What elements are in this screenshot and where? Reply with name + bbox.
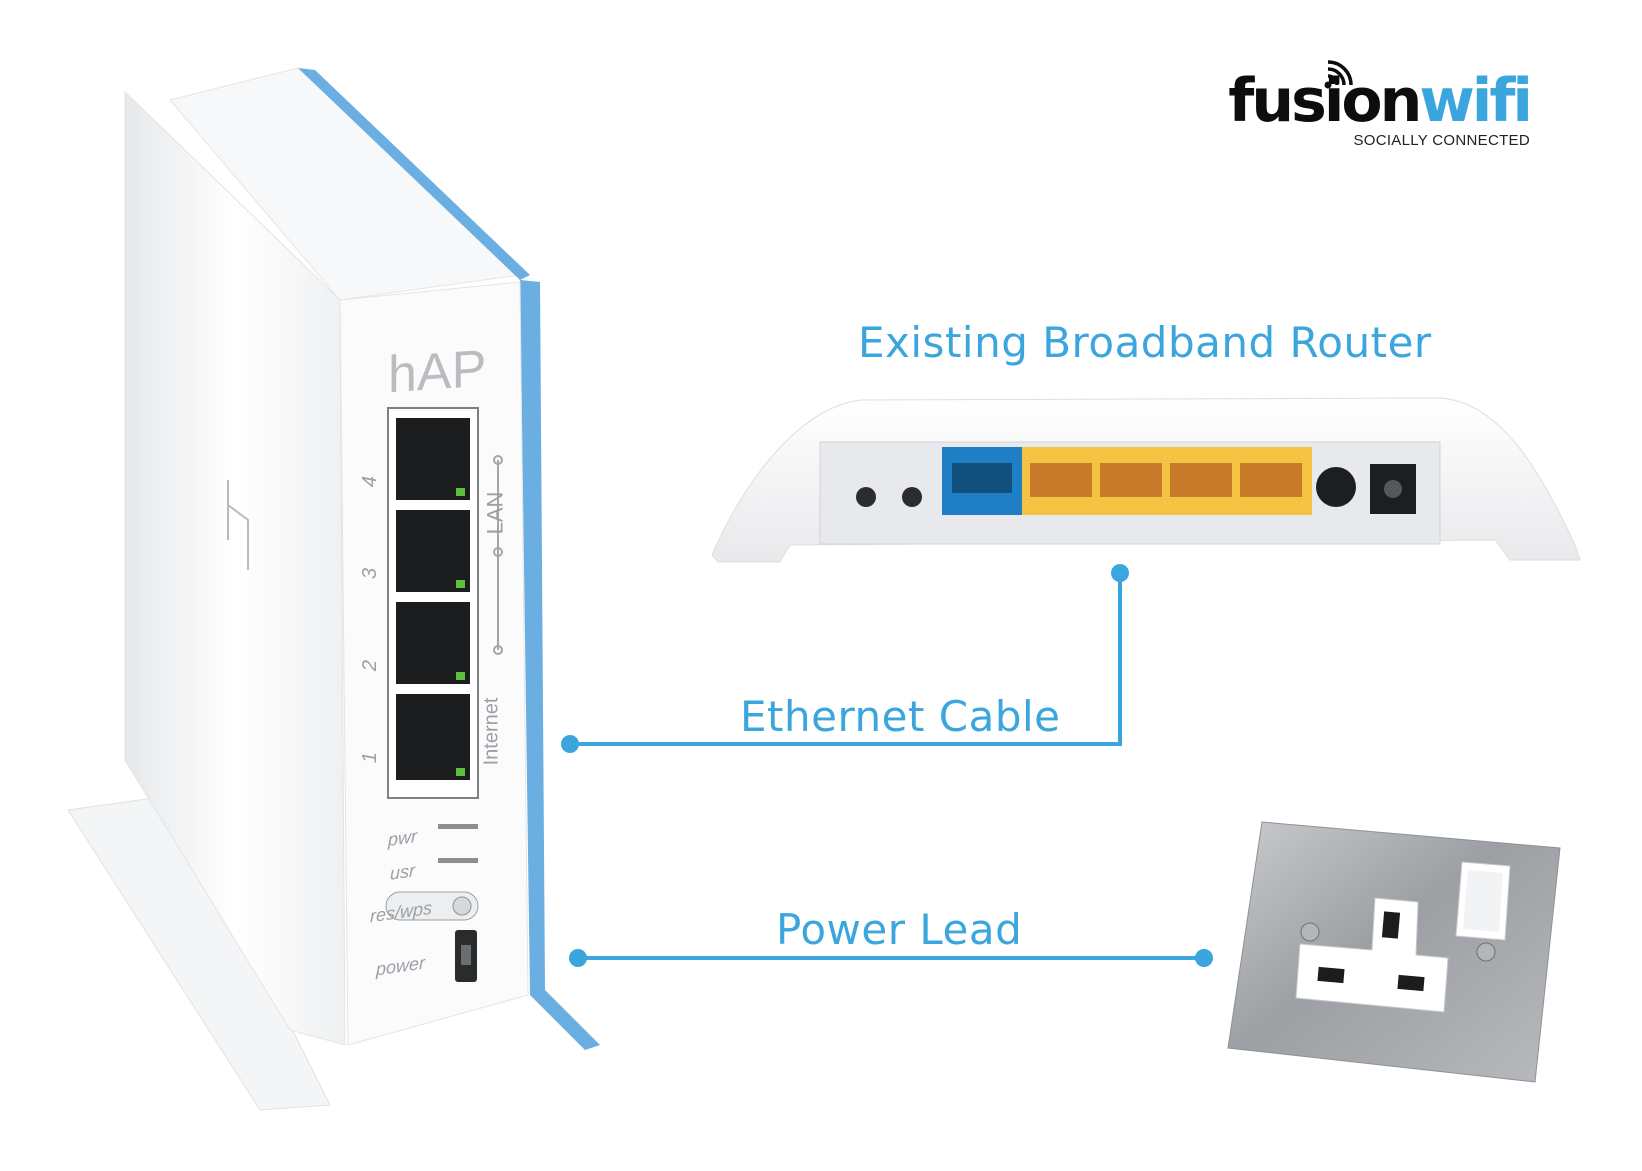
hap-port	[396, 510, 470, 592]
hap-blue-edge-top	[298, 68, 530, 280]
hap-port-number-1: 1	[359, 751, 382, 764]
fusionwifi-logo: fusionwifi SOCIALLY CONNECTED	[1228, 60, 1533, 149]
hap-brand-label: hAP	[388, 339, 487, 405]
router-power-button	[1316, 467, 1356, 507]
hap-access-point	[67, 67, 600, 1111]
logo-word-fusion: fusion	[1228, 66, 1422, 136]
socket-pin-hole	[1381, 911, 1401, 939]
hap-usr-led	[438, 858, 478, 863]
hap-port-number-3: 3	[359, 567, 382, 580]
router-lan-port	[1240, 463, 1302, 497]
socket-pin-hole	[1317, 966, 1345, 984]
socket-screw	[1476, 942, 1496, 962]
power-lead-label: Power Lead	[776, 905, 1023, 954]
hap-stand	[67, 794, 331, 1111]
hap-port	[396, 694, 470, 780]
router-label: Existing Broadband Router	[858, 318, 1432, 367]
hap-reset-button	[385, 891, 479, 921]
wifi-signal-icon	[1324, 60, 1353, 89]
hap-port-led	[456, 580, 465, 588]
hap-port-led	[456, 768, 465, 776]
hap-ethernet-ports	[396, 418, 470, 780]
hap-lan-label: LAN	[482, 491, 508, 535]
socket-pin-hole	[1397, 974, 1425, 992]
hap-pwr-label: pwr	[388, 825, 418, 851]
router-lan-port	[1030, 463, 1092, 497]
hap-port-led	[456, 488, 465, 496]
logo-wordmark: fusionwifi	[1228, 66, 1533, 136]
hap-port-number-4: 4	[359, 475, 382, 488]
hap-side-panel	[124, 90, 346, 1046]
broadband-router	[711, 397, 1581, 563]
logo-tagline: SOCIALLY CONNECTED	[1353, 132, 1530, 149]
router-button	[856, 487, 876, 507]
hap-internet-label: Internet	[480, 697, 503, 766]
wall-power-socket	[1227, 821, 1561, 1083]
ethernet-endpoint-device	[561, 735, 579, 753]
hap-usr-label: usr	[390, 860, 416, 884]
router-button	[902, 487, 922, 507]
hap-port-led	[456, 672, 465, 680]
power-endpoint-socket	[1195, 949, 1213, 967]
hap-port	[396, 418, 470, 500]
hap-pwr-led	[438, 824, 478, 829]
hap-port	[396, 602, 470, 684]
ethernet-cable-connector	[570, 573, 1122, 746]
hap-blue-edge-side	[520, 280, 600, 1050]
ethernet-endpoint-router	[1111, 564, 1129, 582]
power-endpoint-device	[569, 949, 587, 967]
socket-screw	[1300, 922, 1320, 942]
hap-port-number-2: 2	[359, 659, 382, 672]
ethernet-cable-label: Ethernet Cable	[740, 692, 1061, 741]
hap-side-logo-icon	[227, 480, 249, 570]
router-lan-port	[1170, 463, 1232, 497]
logo-word-wifi: wifi	[1419, 66, 1533, 136]
router-lan-port	[1100, 463, 1162, 497]
